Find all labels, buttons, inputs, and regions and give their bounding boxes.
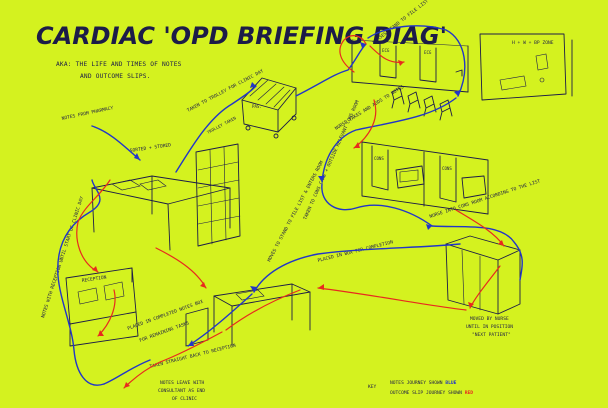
notes-journey-path	[57, 25, 523, 386]
label-trolley-taken: TROLLEY TAKEN	[206, 115, 237, 135]
svg-text:PAS.: PAS.	[252, 104, 262, 109]
label-of-clinic: OF CLINIC	[172, 396, 197, 402]
label-notes-from-pharmacy: NOTES FROM PHARMACY	[61, 105, 114, 122]
label-taken-to-cons: TAKEN TO CONS CARE + OUTSIDE RELEVANT CO…	[302, 99, 360, 220]
label-cons-2: CONS	[442, 166, 452, 171]
cons-room-sketch	[361, 141, 489, 215]
label-placed-outcome-box: PLACED IN COMPLETED NOTES BOX	[127, 299, 205, 332]
reception-sketch	[65, 267, 139, 347]
key-notes-line: NOTES JOURNEY SHOWN BLUE	[390, 380, 457, 386]
label-reception: RECEPTION	[81, 275, 107, 284]
label-until-in-position: UNTIL IN POSITION	[466, 324, 513, 330]
key-label: KEY	[368, 384, 377, 390]
label-hwb-zone: H + W + BP ZONE	[512, 40, 554, 46]
subtitle-line-1: AKA: THE LIFE AND TIMES OF NOTES	[56, 61, 182, 68]
key-red-word: RED	[465, 390, 474, 396]
outcome-slip-journey-path	[76, 35, 505, 389]
completed-notes-desk-sketch	[185, 283, 311, 347]
subtitle-line-2: AND OUTCOME SLIPS.	[80, 73, 151, 80]
label-moves-to-stand: MOVES TO STAND TO FILE LIST & ENTERS ROO…	[266, 160, 325, 263]
trolley-sketch: PAS.	[241, 77, 297, 139]
label-notes-leave: NOTES LEAVE WITH	[160, 380, 204, 386]
legend-key: KEY NOTES JOURNEY SHOWN BLUE OUTCOME SLI…	[368, 380, 473, 396]
label-moved-by-nurse: MOVED BY NURSE	[470, 316, 509, 322]
label-cons-1: CONS	[374, 156, 384, 161]
shelving-unit-sketch	[195, 143, 241, 247]
label-ecg: ECG	[424, 50, 432, 55]
key-outcome-line: OUTCOME SLIP JOURNEY SHOWN RED	[390, 390, 473, 396]
label-consultant: CONSULTANT AS END	[158, 388, 205, 394]
diagram-title: CARDIAC 'OPD BRIEFING DIAG'	[36, 22, 447, 50]
label-placed-in-box: PLACED IN BOX FOR COMPLETION	[317, 239, 394, 264]
label-next-patient: "NEXT PATIENT"	[472, 332, 511, 338]
notes-box-sketch	[445, 235, 521, 315]
key-blue-word: BLUE	[445, 380, 456, 386]
label-sorted-stored: SORTED + STORED	[129, 142, 171, 154]
label-ecg-door: ECG	[382, 48, 390, 53]
hwb-zone-sketch	[479, 33, 573, 101]
pharmacy-desk-sketch	[91, 175, 231, 251]
